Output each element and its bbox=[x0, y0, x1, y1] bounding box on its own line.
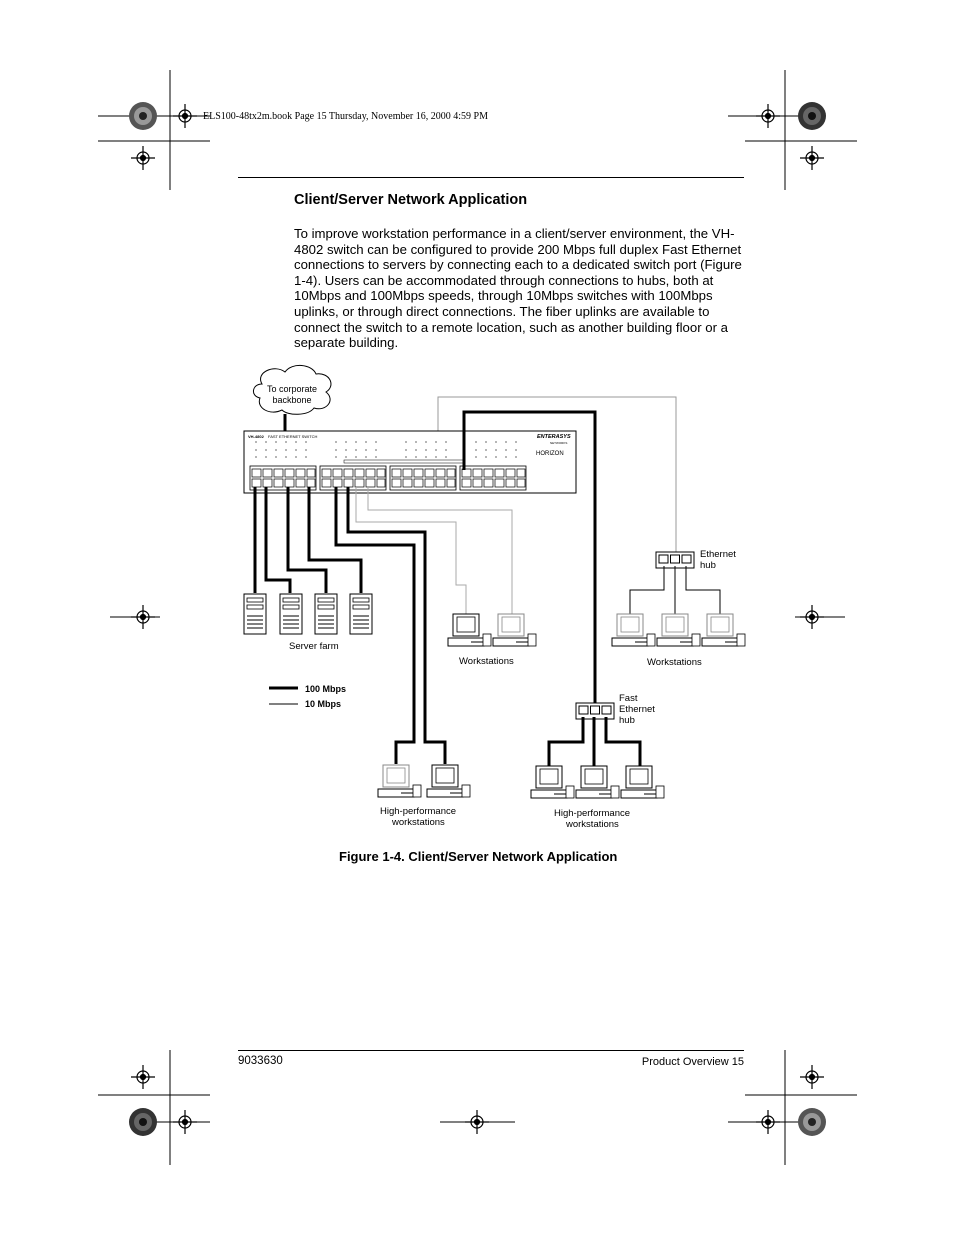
hp-left-label-2: workstations bbox=[391, 817, 445, 828]
hp-right-label-1: High-performance bbox=[554, 808, 630, 819]
ethernet-hub-label-1: Ethernet bbox=[700, 549, 736, 560]
cloud-label-1: To corporate bbox=[267, 384, 317, 394]
cloud-label-2: backbone bbox=[272, 395, 311, 405]
vh-4802-switch-icon: VH-4802 FAST ETHERNET SWITCH ENTERASYS N… bbox=[243, 430, 577, 494]
legend: 100 Mbps 10 Mbps bbox=[269, 684, 346, 709]
doc-number: 9033630 bbox=[238, 1055, 283, 1067]
crosshair-icon bbox=[131, 104, 824, 1134]
workstation-icon bbox=[377, 764, 471, 798]
workstation-icon bbox=[447, 613, 537, 647]
switch-title-label: FAST ETHERNET SWITCH bbox=[268, 434, 318, 439]
registration-target-icon bbox=[129, 102, 826, 1136]
backbone-cloud-icon: To corporate backbone bbox=[253, 365, 332, 415]
fast-hub-label-2: Ethernet bbox=[619, 704, 655, 715]
body-paragraph: To improve workstation performance in a … bbox=[294, 226, 742, 351]
figure-caption: Figure 1-4. Client/Server Network Applic… bbox=[339, 849, 618, 864]
ethernet-hub-icon bbox=[655, 551, 695, 569]
page-label: Product Overview 15 bbox=[641, 1056, 744, 1068]
switch-model-label: VH-4802 bbox=[248, 434, 265, 439]
legend-10-label: 10 Mbps bbox=[305, 699, 341, 709]
brand-sub-label: NETWORKS bbox=[550, 441, 567, 445]
server-farm-label: Server farm bbox=[289, 641, 339, 652]
fast-hub-label-3: hub bbox=[619, 715, 635, 726]
print-header: ELS100-48tx2m.book Page 15 Thursday, Nov… bbox=[203, 111, 488, 122]
fast-hub-label-1: Fast bbox=[619, 693, 638, 704]
workstation-icon bbox=[530, 765, 665, 799]
hp-right-label-2: workstations bbox=[565, 819, 619, 830]
brand-logo-label: HORIZON bbox=[536, 451, 564, 457]
server-icon bbox=[243, 593, 373, 635]
bottom-rule bbox=[238, 1050, 744, 1051]
section-title: Client/Server Network Application bbox=[294, 192, 528, 208]
legend-100-label: 100 Mbps bbox=[305, 684, 346, 694]
top-rule bbox=[238, 177, 744, 178]
ethernet-hub-label-2: hub bbox=[700, 560, 716, 571]
hp-left-label-1: High-performance bbox=[380, 806, 456, 817]
workstations-left-label: Workstations bbox=[459, 656, 514, 667]
workstation-icon bbox=[611, 613, 746, 647]
fast-ethernet-hub-icon bbox=[575, 702, 615, 720]
brand-label: ENTERASYS bbox=[537, 434, 571, 440]
workstations-right-label: Workstations bbox=[647, 657, 702, 668]
